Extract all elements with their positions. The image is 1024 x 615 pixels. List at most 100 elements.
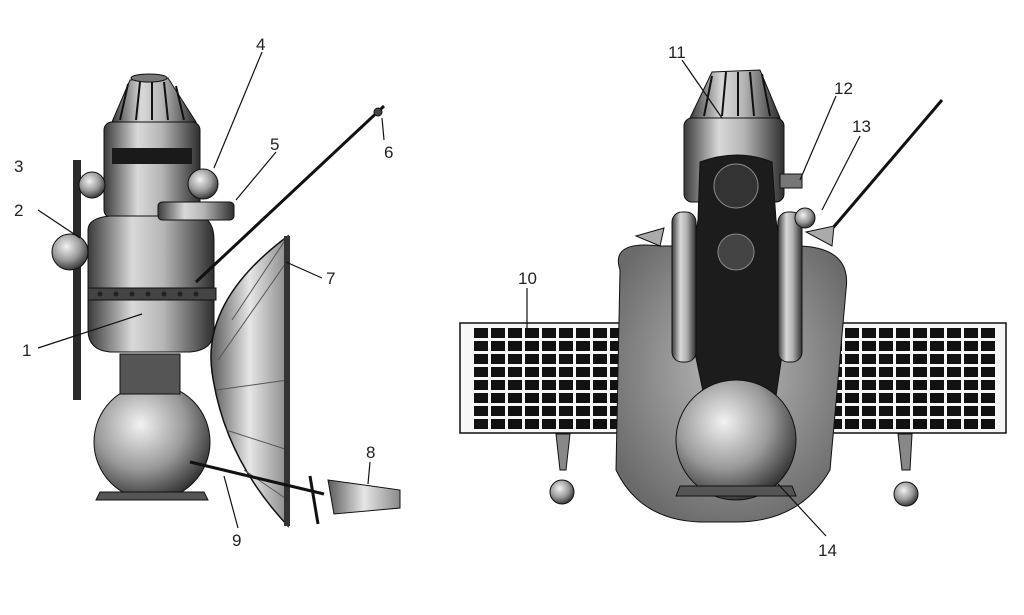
solar-cell bbox=[508, 393, 522, 403]
solar-cell bbox=[576, 393, 590, 403]
solar-cell bbox=[491, 354, 505, 364]
solar-cell bbox=[576, 328, 590, 338]
solar-cell bbox=[896, 328, 910, 338]
solar-cell bbox=[828, 419, 842, 429]
solar-cell bbox=[862, 419, 876, 429]
boom bbox=[189, 460, 325, 496]
gas-bottle-sphere bbox=[78, 171, 106, 199]
solar-cell bbox=[947, 341, 961, 351]
solar-cell bbox=[913, 367, 927, 377]
solar-cell bbox=[542, 328, 556, 338]
solar-cell bbox=[491, 393, 505, 403]
solar-cell bbox=[947, 393, 961, 403]
callout-12: 12 bbox=[834, 79, 853, 98]
solar-cell bbox=[913, 393, 927, 403]
solar-cell bbox=[474, 341, 488, 351]
solar-cell bbox=[474, 393, 488, 403]
solar-cell bbox=[947, 419, 961, 429]
solar-cell bbox=[610, 367, 624, 377]
solar-cell bbox=[542, 393, 556, 403]
solar-cell bbox=[862, 393, 876, 403]
solar-cell bbox=[474, 406, 488, 416]
solar-cell bbox=[964, 406, 978, 416]
solar-cell bbox=[964, 419, 978, 429]
callout-labels: 1 2 3 4 5 6 7 8 9 10 11 12 13 14 bbox=[14, 35, 871, 560]
engine-nozzle bbox=[327, 479, 401, 515]
callout-6: 6 bbox=[384, 143, 393, 162]
solar-cell bbox=[542, 354, 556, 364]
gas-bottle-sphere bbox=[51, 233, 89, 271]
solar-cell bbox=[930, 419, 944, 429]
leader-lines bbox=[37, 51, 861, 537]
solar-cell bbox=[913, 419, 927, 429]
solar-cell bbox=[930, 393, 944, 403]
solar-cell bbox=[491, 419, 505, 429]
solar-cell bbox=[981, 341, 995, 351]
solar-cell bbox=[862, 380, 876, 390]
solar-cell bbox=[845, 393, 859, 403]
solar-cell bbox=[508, 354, 522, 364]
solar-cell bbox=[981, 380, 995, 390]
solar-cell bbox=[930, 380, 944, 390]
callout-4: 4 bbox=[256, 35, 265, 54]
solar-cell bbox=[981, 406, 995, 416]
solar-cell bbox=[845, 354, 859, 364]
solar-cell bbox=[542, 380, 556, 390]
solar-cell bbox=[474, 380, 488, 390]
solar-cell bbox=[862, 354, 876, 364]
solar-cell bbox=[542, 406, 556, 416]
solar-cell bbox=[525, 419, 539, 429]
solar-cell bbox=[525, 341, 539, 351]
solar-cell bbox=[947, 328, 961, 338]
solar-cell bbox=[559, 419, 573, 429]
whip-antenna bbox=[194, 104, 386, 284]
callout-7: 7 bbox=[326, 269, 335, 288]
solar-cell bbox=[610, 341, 624, 351]
solar-cell bbox=[862, 367, 876, 377]
solar-cell bbox=[930, 367, 944, 377]
descent-lander-sphere bbox=[675, 379, 797, 501]
solar-cell bbox=[508, 380, 522, 390]
solar-cell bbox=[981, 367, 995, 377]
solar-cell bbox=[610, 354, 624, 364]
solar-cell bbox=[947, 406, 961, 416]
thruster-sphere bbox=[187, 168, 219, 200]
right-spacecraft-front-view bbox=[459, 69, 1007, 523]
solar-cell bbox=[593, 341, 607, 351]
solar-cell bbox=[559, 393, 573, 403]
solar-cell bbox=[508, 328, 522, 338]
solar-cell bbox=[981, 393, 995, 403]
solar-cell bbox=[525, 367, 539, 377]
descent-lander-sphere bbox=[93, 383, 211, 501]
callout-1: 1 bbox=[22, 341, 31, 360]
solar-cell bbox=[913, 354, 927, 364]
solar-cell bbox=[981, 328, 995, 338]
solar-cell bbox=[964, 393, 978, 403]
solar-cell bbox=[862, 341, 876, 351]
callout-3: 3 bbox=[14, 157, 23, 176]
solar-cell bbox=[862, 328, 876, 338]
solar-cell bbox=[913, 406, 927, 416]
sensor-unit bbox=[157, 201, 235, 221]
solar-cell bbox=[930, 406, 944, 416]
solar-cell bbox=[913, 341, 927, 351]
solar-cell bbox=[845, 328, 859, 338]
callout-10: 10 bbox=[518, 269, 537, 288]
solar-cell bbox=[576, 367, 590, 377]
solar-cell bbox=[930, 328, 944, 338]
solar-cell bbox=[947, 380, 961, 390]
solar-cell bbox=[593, 406, 607, 416]
solar-cell bbox=[913, 380, 927, 390]
solar-cell bbox=[576, 341, 590, 351]
solar-cell bbox=[593, 367, 607, 377]
solar-cell bbox=[879, 406, 893, 416]
solar-cell bbox=[964, 341, 978, 351]
solar-cell bbox=[879, 380, 893, 390]
solar-cell bbox=[879, 393, 893, 403]
solar-cell bbox=[559, 341, 573, 351]
solar-cell bbox=[576, 380, 590, 390]
solar-cell bbox=[879, 354, 893, 364]
solar-cell bbox=[862, 406, 876, 416]
callout-5: 5 bbox=[270, 135, 279, 154]
